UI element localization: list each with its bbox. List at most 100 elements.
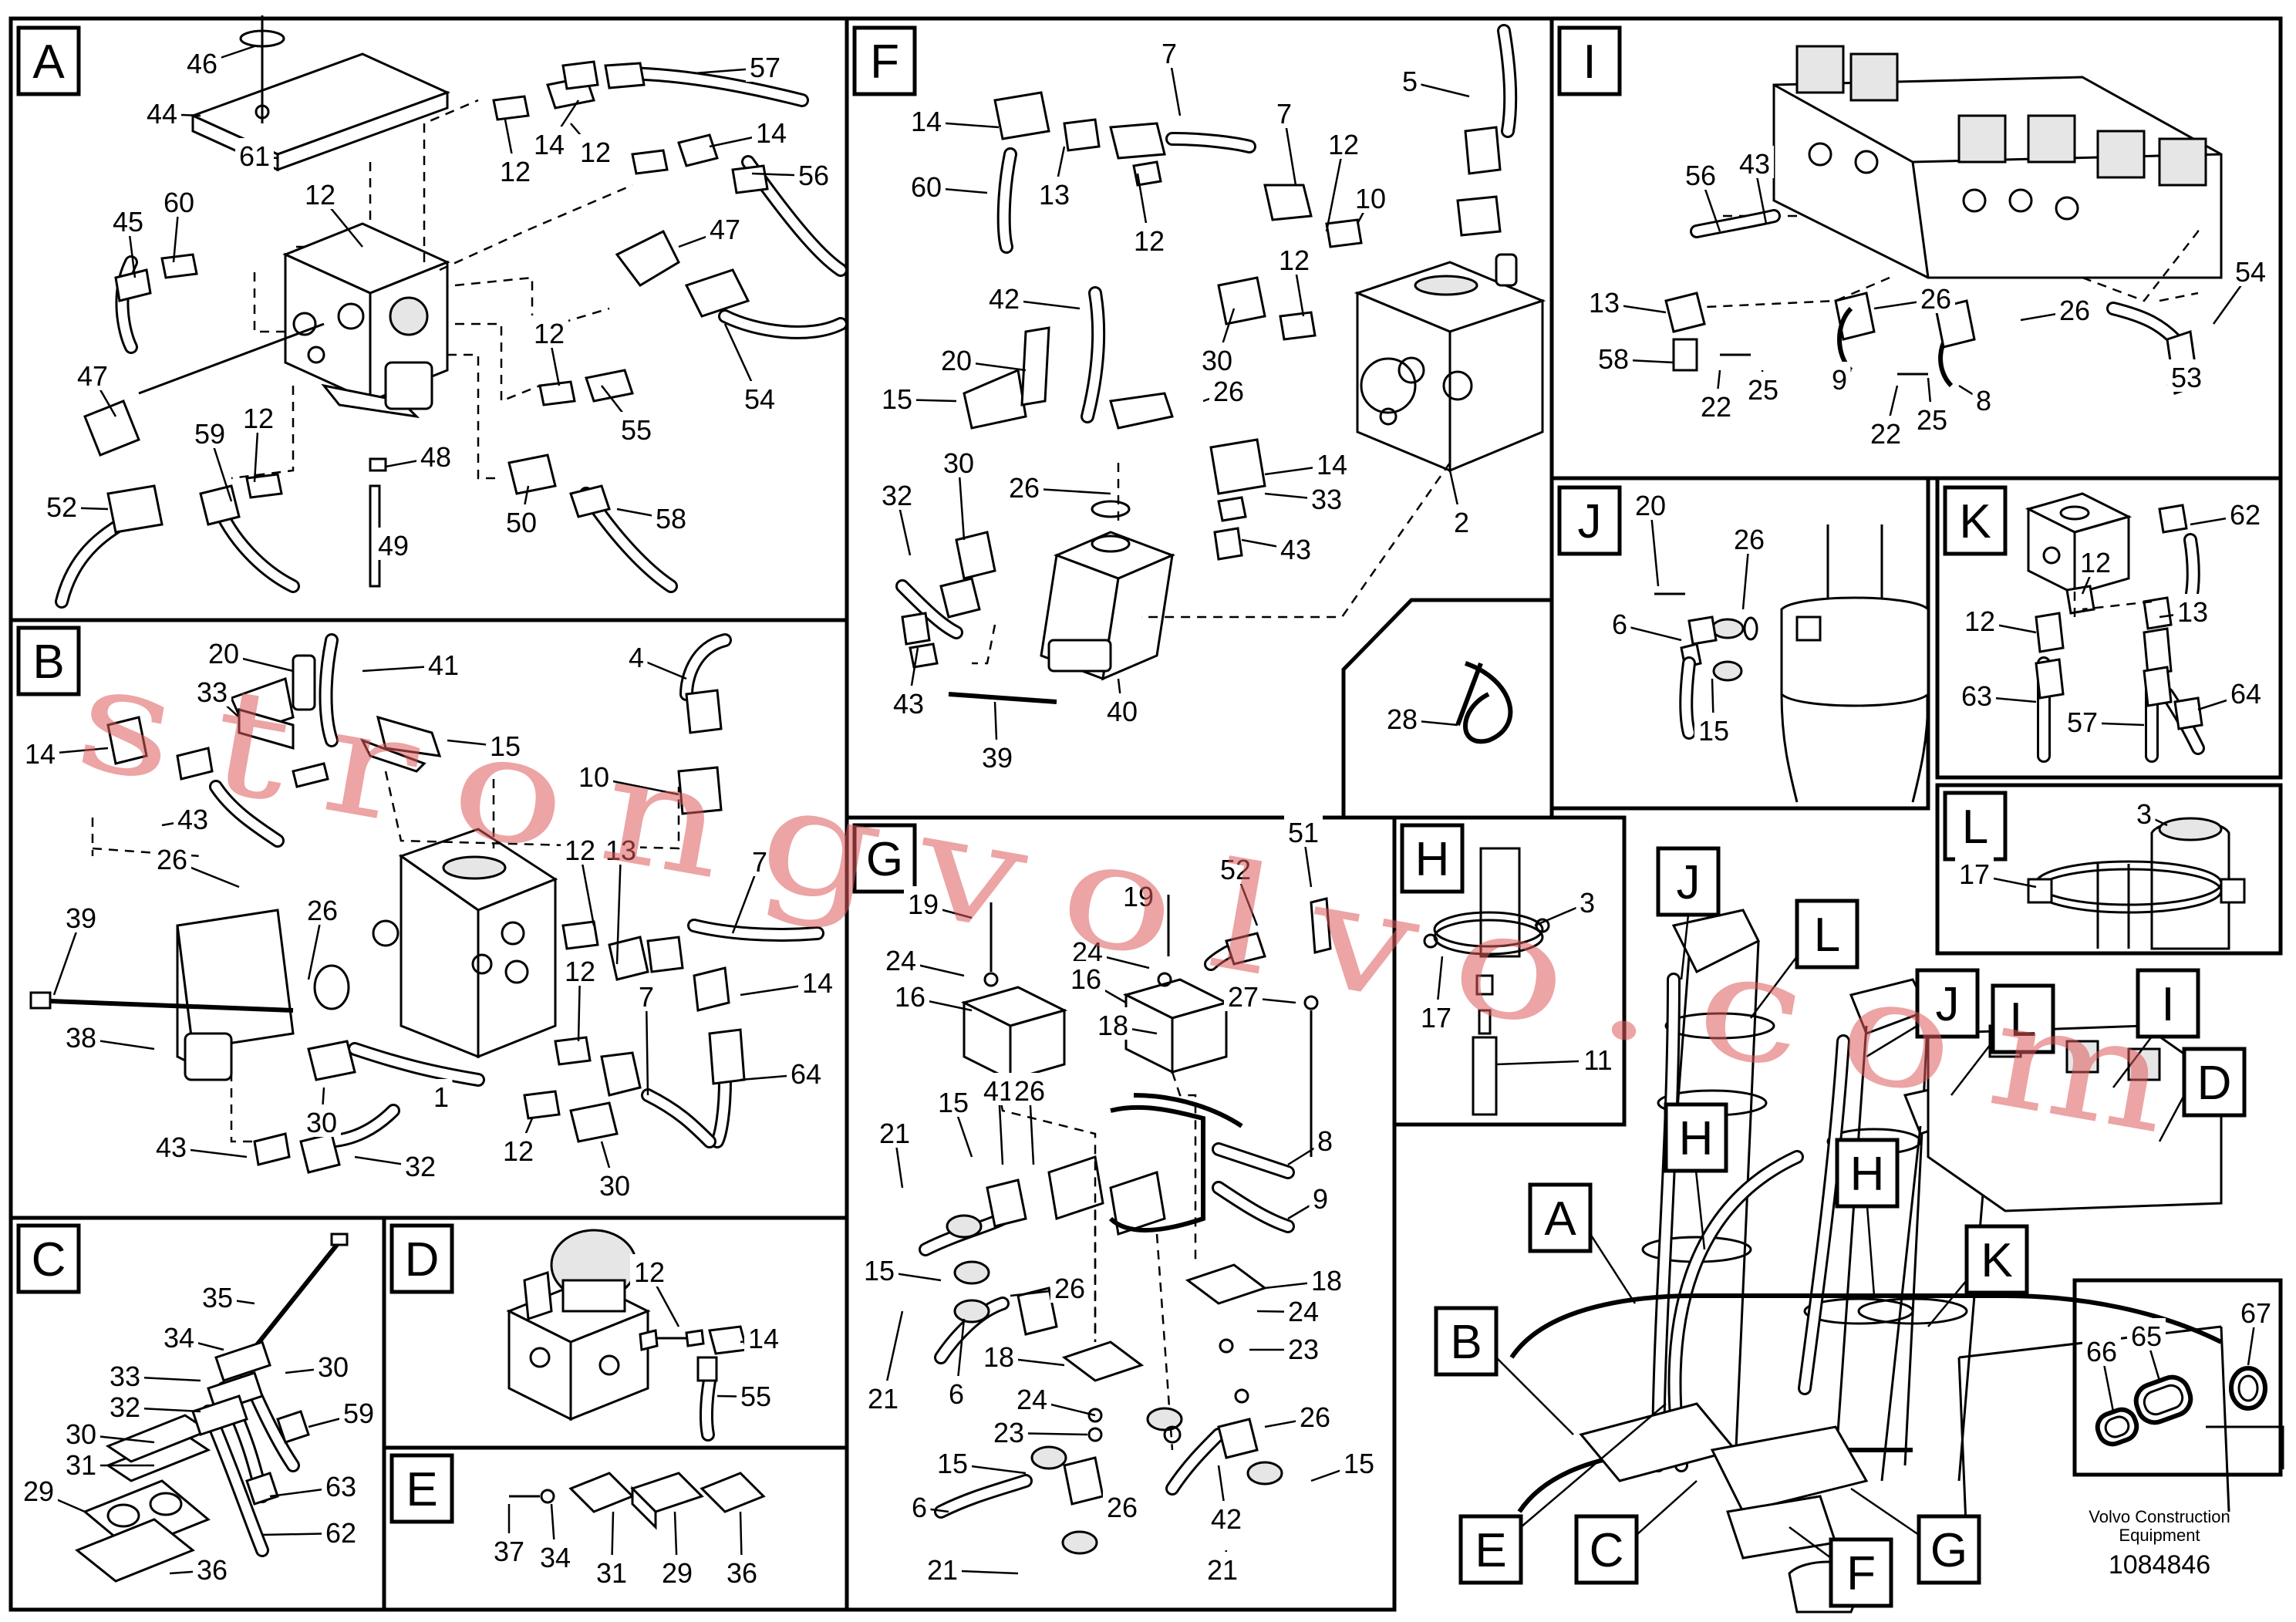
callout-background [1955,856,1994,889]
callout-background [2063,704,2102,737]
part-callout-13: 13 [1589,287,1620,319]
callout-background [19,1473,58,1506]
part-callout-54: 54 [2235,256,2266,288]
callout-background [2076,545,2115,577]
part-callout-22: 22 [1701,391,1731,423]
part-callout-7: 7 [752,846,767,878]
callout-background [1276,531,1315,564]
overview-label-g: G [1850,1487,1981,1585]
part-callout-24: 24 [885,945,916,976]
callout-background [2055,292,2094,325]
callout-background [198,1280,237,1312]
part-callout-26: 26 [1734,524,1765,555]
svg-text:K: K [1959,495,1991,548]
part-callout-7: 7 [639,981,654,1013]
svg-text:B: B [1450,1316,1482,1369]
part-callout-29: 29 [23,1475,54,1507]
callout-background [183,46,221,78]
callout-background [153,841,191,874]
svg-text:J: J [1677,856,1701,909]
part-callout-12: 12 [1279,244,1310,276]
callout-background [1450,504,1473,537]
overview-label-b: B [1434,1306,1574,1435]
callout-background [2127,1318,2166,1351]
svg-text:C: C [1590,1524,1624,1577]
svg-text:A: A [32,35,65,89]
callout-background [190,416,229,448]
part-callout-15: 15 [882,383,912,415]
callout-background [1340,1445,1378,1478]
part-callout-12: 12 [534,318,565,349]
part-callout-48: 48 [420,441,451,473]
part-callout-30: 30 [306,1107,337,1138]
callout-background [2227,676,2265,708]
part-callout-26: 26 [157,844,187,875]
overview-label-k: K [1927,1224,2029,1327]
callout-background [2173,594,2212,626]
callout-background [1681,157,1720,190]
overview-label-l-1: L [1750,899,1859,1019]
overview-label-h-2: H [1835,1138,1900,1297]
panel-d-label: D [389,1223,454,1294]
part-callout-62: 62 [325,1517,356,1549]
svg-text:F: F [870,35,899,89]
part-callout-61: 61 [239,140,270,172]
part-callout-14: 14 [748,1323,779,1354]
callout-background [889,686,928,718]
part-callout-26: 26 [2059,295,2090,326]
part-callout-42: 42 [1211,1503,1242,1535]
part-callout-37: 37 [494,1536,524,1567]
part-callout-16: 16 [1070,963,1101,995]
part-callout-25: 25 [1748,374,1778,406]
callout-background [530,126,568,159]
part-callout-30: 30 [66,1418,96,1450]
leader-line [615,850,622,965]
part-callout-33: 33 [197,676,228,708]
panel-d-artwork [506,1229,748,1442]
callout-background [499,1133,538,1165]
callout-background [617,412,656,444]
part-callout-31: 31 [596,1557,627,1589]
part-callout-26: 26 [307,895,338,926]
callout-background [536,1539,575,1572]
callout-background [152,1129,190,1162]
callout-background [787,1056,825,1088]
part-callout-53: 53 [2171,362,2202,393]
callout-background [985,281,1023,313]
callout-background [860,1253,899,1285]
callout-background [62,1020,100,1052]
callout-background [1005,470,1043,502]
callout-background [1284,1331,1323,1364]
part-callout-60: 60 [164,187,194,218]
part-callout-43: 43 [1739,148,1770,180]
part-callout-65: 65 [2131,1320,2162,1352]
callout-background [1961,603,1999,636]
part-callout-26: 26 [1014,1075,1045,1107]
svg-text:G: G [1930,1524,1967,1577]
part-callout-18: 18 [983,1341,1014,1373]
leader-line [1325,144,1345,232]
part-callout-14: 14 [802,967,833,999]
part-callout-14: 14 [534,129,565,160]
callout-background [740,381,779,413]
svg-text:E: E [1475,1524,1506,1577]
callout-background [1913,402,1951,434]
part-callout-10: 10 [1355,183,1386,214]
callout-background [1697,389,1735,421]
callout-background [21,736,59,768]
callout-background [416,439,455,471]
overview-label-i: I [2112,968,2200,1088]
callout-background [904,886,942,919]
part-callout-42: 42 [989,283,1020,315]
callout-background [2237,1295,2275,1327]
callout-background [302,1104,341,1137]
part-callout-5: 5 [1402,66,1418,97]
overview-machine-artwork [1509,909,2230,1614]
part-callout-3: 3 [2136,798,2152,830]
panel-k-label: K [1943,485,2008,556]
callout-background [1203,1552,1242,1584]
part-callout-15: 15 [864,1255,895,1286]
svg-text:K: K [1981,1234,2012,1287]
part-callout-58: 58 [656,503,686,534]
callout-background [1957,678,1996,710]
